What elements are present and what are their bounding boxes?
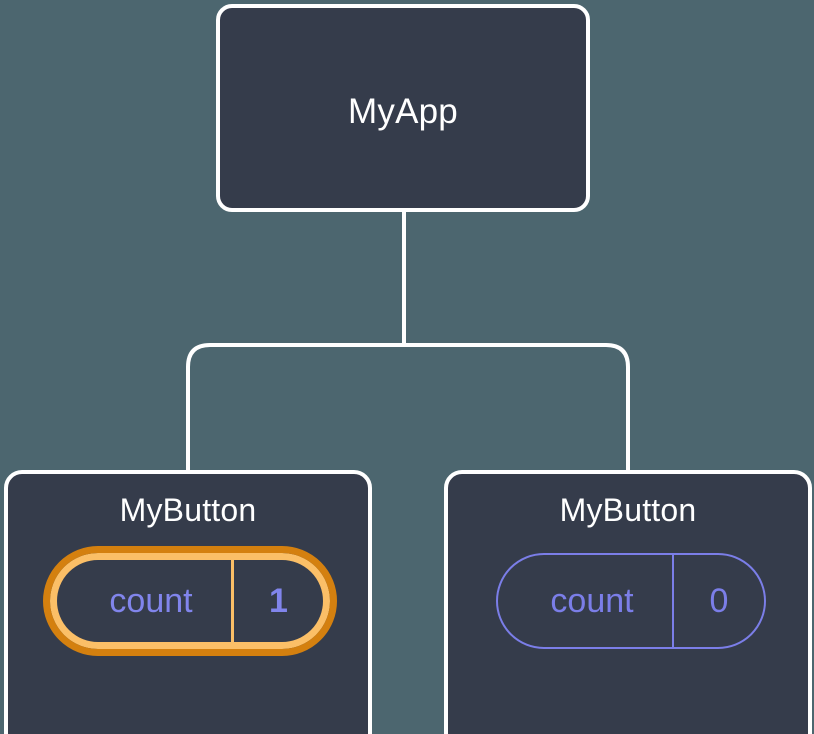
connector-bracket [186, 343, 630, 472]
state-pill-mybutton-1[interactable]: count 1 [43, 546, 337, 656]
state-value-mybutton-2: 0 [672, 555, 764, 647]
state-key-mybutton-1: count [109, 581, 193, 620]
state-value-mybutton-1: 1 [231, 560, 323, 642]
state-key-mybutton-2: count [550, 581, 634, 620]
node-mybutton-1-label: MyButton [119, 492, 257, 528]
node-mybutton-2-label: MyButton [559, 492, 697, 528]
node-mybutton-2[interactable]: MyButton count 0 [444, 470, 812, 734]
node-myapp[interactable]: MyApp [216, 4, 590, 212]
state-pill-mybutton-2[interactable]: count 0 [496, 553, 766, 649]
node-mybutton-1[interactable]: MyButton count 1 [4, 470, 372, 734]
node-myapp-label: MyApp [348, 92, 458, 131]
